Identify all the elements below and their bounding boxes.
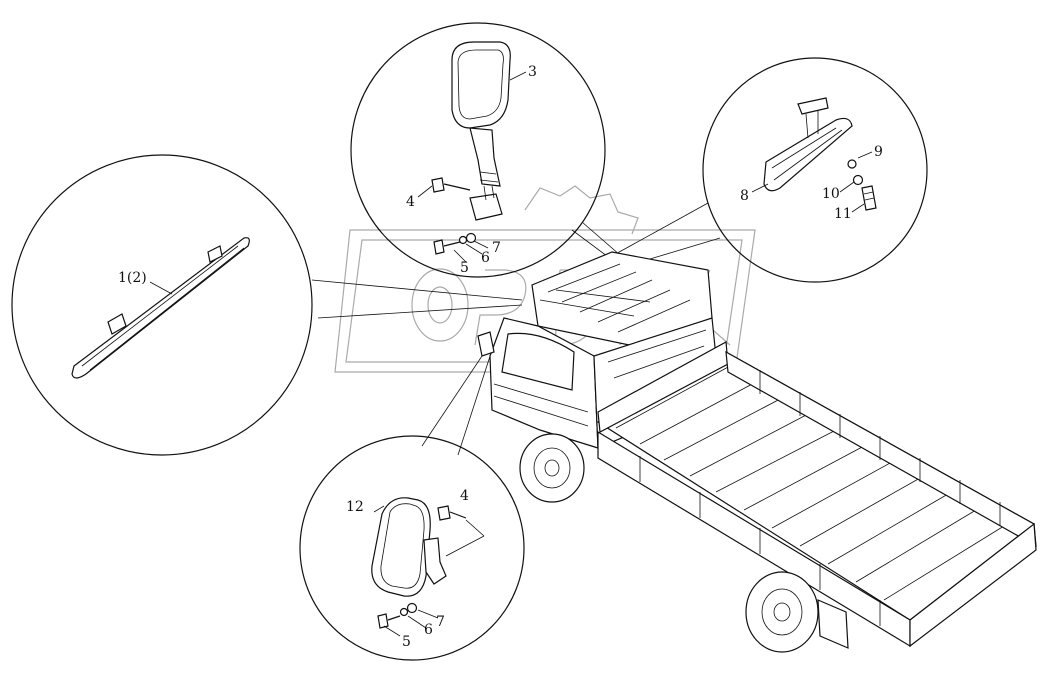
washer-6-bottom bbox=[399, 607, 409, 617]
truck-drawing bbox=[477, 251, 1037, 653]
callout-4-top: 4 bbox=[406, 194, 415, 210]
bolt-4-bottom bbox=[437, 505, 451, 521]
callout-6-top: 6 bbox=[481, 250, 490, 266]
detail-circle-front-mirror bbox=[299, 435, 525, 661]
truck-side-mirror bbox=[477, 331, 495, 357]
washer-9 bbox=[847, 159, 857, 169]
cargo-bed-tailgate bbox=[909, 522, 1037, 648]
detail-circle-side-mirror-top bbox=[350, 22, 606, 278]
windshield bbox=[501, 332, 575, 391]
interior-mirror-mount bbox=[797, 97, 829, 115]
rear-wheel bbox=[745, 571, 819, 653]
washer-6-top bbox=[458, 235, 468, 245]
callout-5-bottom: 5 bbox=[402, 634, 411, 650]
callout-7-bottom: 7 bbox=[436, 614, 445, 630]
detail-circle-sun-visor bbox=[11, 154, 313, 456]
front-mirror-head bbox=[371, 497, 431, 597]
callout-3: 3 bbox=[528, 64, 537, 80]
mirror-bracket bbox=[469, 193, 503, 221]
callout-5-top: 5 bbox=[460, 260, 469, 276]
callout-11: 11 bbox=[834, 206, 852, 222]
callout-1-2: 1(2) bbox=[118, 270, 147, 286]
sun-visor bbox=[71, 237, 250, 379]
washer-7-top bbox=[465, 232, 477, 244]
sun-visor-clip-upper bbox=[207, 245, 223, 263]
callout-7-top: 7 bbox=[492, 240, 501, 256]
bolt-5-top bbox=[433, 239, 445, 255]
callout-10: 10 bbox=[822, 186, 840, 202]
callout-6-bottom: 6 bbox=[424, 622, 433, 638]
bolt-5-bottom bbox=[377, 613, 389, 629]
callout-12: 12 bbox=[346, 499, 364, 515]
washer-10 bbox=[852, 174, 864, 186]
callout-4-bottom: 4 bbox=[460, 488, 469, 504]
washer-7-bottom bbox=[406, 602, 418, 614]
mudflap bbox=[817, 599, 849, 649]
side-mirror-head bbox=[451, 41, 511, 129]
bolt-4-top bbox=[431, 177, 445, 193]
callout-labels: 3 4 5 6 7 8 9 10 11 1(2) 12 4 5 6 7 bbox=[118, 64, 883, 650]
callout-8: 8 bbox=[740, 188, 749, 204]
front-mirror-bracket bbox=[423, 537, 447, 585]
front-wheel bbox=[519, 433, 585, 503]
detail-circle-interior-mirror bbox=[702, 57, 928, 283]
sun-visor-clip-lower bbox=[107, 313, 127, 335]
callout-9: 9 bbox=[874, 144, 883, 160]
side-mirror-arm bbox=[469, 127, 501, 187]
